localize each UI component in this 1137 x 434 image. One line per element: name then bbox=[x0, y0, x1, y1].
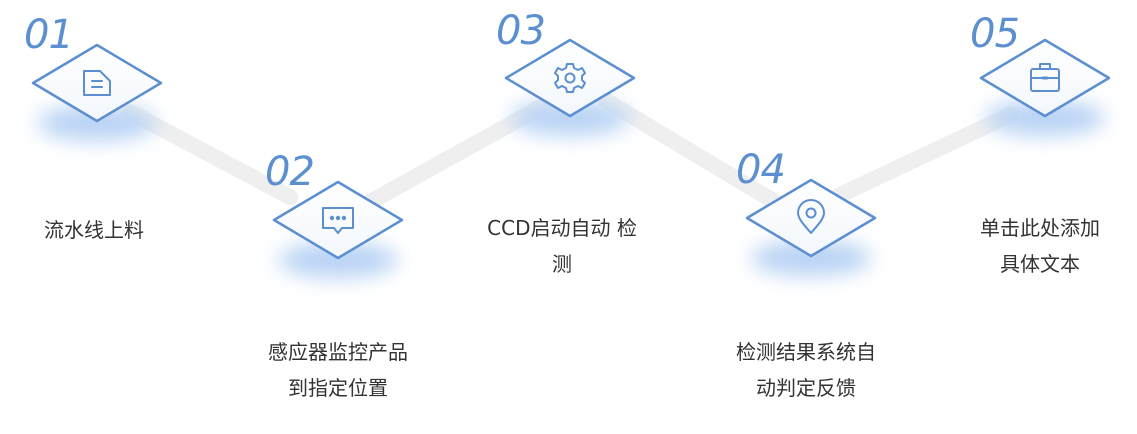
folder-icon bbox=[83, 70, 111, 96]
step-3-label: CCD启动自动 检 测 bbox=[487, 216, 637, 276]
node-shadow bbox=[985, 100, 1105, 136]
connector-4-5 bbox=[832, 107, 1018, 203]
node-shadow bbox=[37, 105, 157, 141]
step-1-node bbox=[31, 43, 163, 141]
step-4-node bbox=[745, 178, 877, 276]
step-1-number: 01 bbox=[24, 12, 74, 58]
location-icon bbox=[797, 199, 825, 234]
node-shadow bbox=[510, 100, 630, 136]
briefcase-icon bbox=[1030, 63, 1060, 92]
step-4-number: 04 bbox=[736, 147, 786, 193]
step-1-label: 流水线上料 bbox=[44, 218, 144, 242]
step-2-label: 感应器监控产品 到指定位置 bbox=[268, 340, 408, 400]
step-5-label: 单击此处添加 具体文本 bbox=[980, 216, 1100, 276]
step-5-node bbox=[979, 38, 1111, 136]
step-5-number: 05 bbox=[970, 11, 1020, 57]
step-3-node bbox=[504, 38, 636, 136]
step-4-label: 检测结果系统自 动判定反馈 bbox=[736, 340, 876, 400]
step-3-number: 03 bbox=[496, 8, 546, 54]
connector-3-4 bbox=[597, 92, 788, 213]
diamond-tile bbox=[504, 38, 636, 118]
message-icon bbox=[322, 207, 354, 234]
step-2-node bbox=[272, 180, 404, 278]
connector-1-2 bbox=[122, 104, 298, 205]
node-shadow bbox=[278, 242, 398, 278]
step-2-number: 02 bbox=[265, 149, 315, 195]
diamond-tile bbox=[31, 43, 163, 123]
gear-icon bbox=[554, 63, 586, 93]
node-shadow bbox=[751, 240, 871, 276]
